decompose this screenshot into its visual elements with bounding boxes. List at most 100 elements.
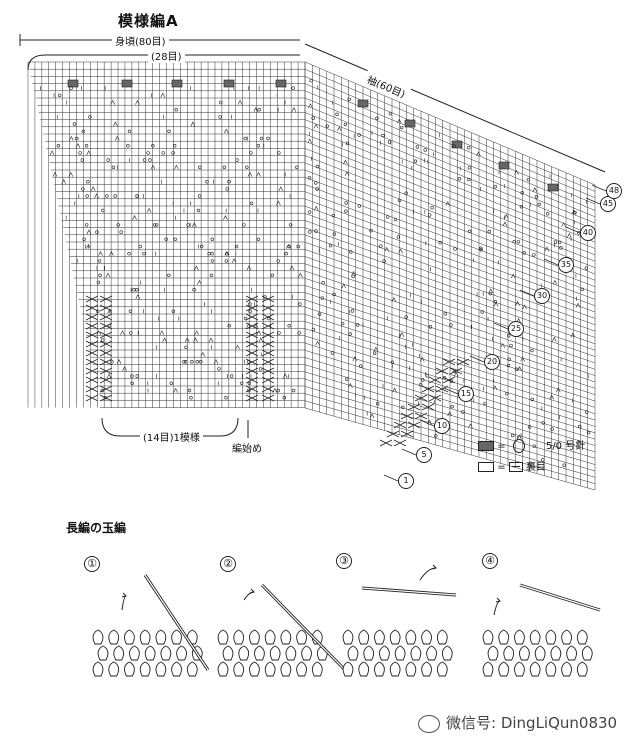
decrease-mark <box>98 251 103 256</box>
yarn-over-mark <box>209 273 214 277</box>
yarn-over-mark <box>249 201 254 206</box>
knit-loop <box>576 629 588 645</box>
cable-cross-mark <box>245 322 259 330</box>
cable-cross-mark <box>393 421 407 429</box>
decrease-mark <box>224 251 230 256</box>
yarn-over-mark <box>95 230 99 234</box>
cable-cross-mark <box>99 331 113 339</box>
yarn-over-mark <box>288 223 293 227</box>
cable-cross-mark <box>245 331 259 339</box>
yarn-over-mark <box>321 281 325 285</box>
yarn-over-mark <box>101 338 105 342</box>
yarn-over-mark <box>84 144 89 148</box>
step-3-number: ③ <box>336 553 352 569</box>
yarn-over-mark <box>96 309 100 313</box>
grid-row-line <box>304 184 596 294</box>
knit-loop <box>222 645 234 661</box>
yarn-over-mark <box>541 421 545 425</box>
yarn-over-mark <box>171 151 175 155</box>
yarn-over-mark <box>514 367 519 371</box>
knit-loop <box>171 629 182 645</box>
yarn-over-mark <box>256 144 261 148</box>
knit-loop <box>487 645 499 661</box>
yarn-over-mark <box>227 324 231 328</box>
grid-row-line <box>304 61 596 186</box>
yarn-over-mark <box>116 223 120 227</box>
knit-loop <box>113 645 125 661</box>
yarn-over-mark <box>369 228 373 233</box>
yarn-over-mark <box>174 107 178 112</box>
decrease-mark <box>398 248 403 254</box>
grid-row-line <box>304 105 596 224</box>
yarn-over-mark <box>467 146 471 150</box>
yarn-over-mark <box>146 151 150 155</box>
decrease-mark <box>278 186 284 192</box>
yarn-over-mark <box>234 244 239 249</box>
decrease-mark <box>114 135 120 141</box>
knit-loop <box>249 629 260 645</box>
yarn-over-mark <box>413 159 418 163</box>
knit-loop <box>545 661 557 677</box>
row-number-leader <box>469 355 485 363</box>
decrease-mark <box>344 171 350 177</box>
cable-cross-mark <box>85 304 99 312</box>
cable-cross-mark <box>386 430 400 438</box>
yarn-over-mark <box>480 310 484 314</box>
knit-loop <box>426 645 437 661</box>
yarn-over-mark <box>393 217 398 222</box>
yarn-over-mark <box>430 205 434 210</box>
yarn-over-mark <box>190 360 194 364</box>
decrease-mark <box>190 121 196 127</box>
yarn-over-mark <box>401 405 405 410</box>
yarn-over-mark <box>479 248 483 252</box>
decrease-mark <box>291 107 297 112</box>
yarn-over-mark <box>584 266 589 270</box>
yarn-over-mark <box>127 129 132 134</box>
grid-row-line <box>304 76 596 198</box>
grid-row-line <box>304 148 596 262</box>
decrease-mark <box>192 222 197 228</box>
yarn-over-mark <box>311 327 316 332</box>
yarn-over-mark <box>113 194 117 198</box>
knit-loop <box>561 661 572 677</box>
yarn-over-mark <box>186 223 190 227</box>
cable-cross-mark <box>261 394 275 402</box>
cable-cross-mark <box>261 295 275 303</box>
decrease-mark <box>502 221 508 227</box>
yarn-over-mark <box>197 194 202 198</box>
row-number: 20 <box>484 354 500 370</box>
knit-loop <box>280 661 292 677</box>
yarn-over-mark <box>553 240 558 244</box>
decrease-mark <box>391 297 397 302</box>
decrease-mark <box>223 215 228 220</box>
sleeve-chart-grid <box>304 61 596 491</box>
grid-row-line <box>304 126 596 243</box>
knit-loop <box>139 629 151 645</box>
yarn-over-mark <box>56 144 61 148</box>
knit-loop <box>482 629 494 645</box>
cable-cross-mark <box>393 439 407 447</box>
knit-loop <box>534 645 546 661</box>
decrease-mark <box>105 272 111 278</box>
yarn-over-mark <box>507 357 511 361</box>
yarn-over-mark <box>224 259 229 263</box>
decrease-mark <box>556 387 561 393</box>
filled-cell <box>404 119 416 128</box>
cable-cross-mark <box>85 340 99 348</box>
yarn-over-mark <box>340 321 345 326</box>
yarn-over-mark <box>419 383 423 387</box>
start-label: 編始め <box>232 444 262 455</box>
yarn-over-mark <box>537 202 541 207</box>
chart-title: 模様編A <box>118 12 179 30</box>
knit-loop <box>421 661 432 677</box>
cable-cross-mark <box>245 340 259 348</box>
watermark-text: 微信号: DingLiQun0830 <box>446 714 618 732</box>
decrease-mark <box>544 246 550 252</box>
decrease-mark <box>256 330 262 336</box>
grid-row-line <box>304 83 596 205</box>
yarn-over-mark <box>372 351 377 355</box>
yarn-over-mark <box>399 125 404 130</box>
yarn-over-mark <box>350 309 355 313</box>
grid-row-line <box>304 119 596 237</box>
decrease-mark <box>341 283 347 289</box>
